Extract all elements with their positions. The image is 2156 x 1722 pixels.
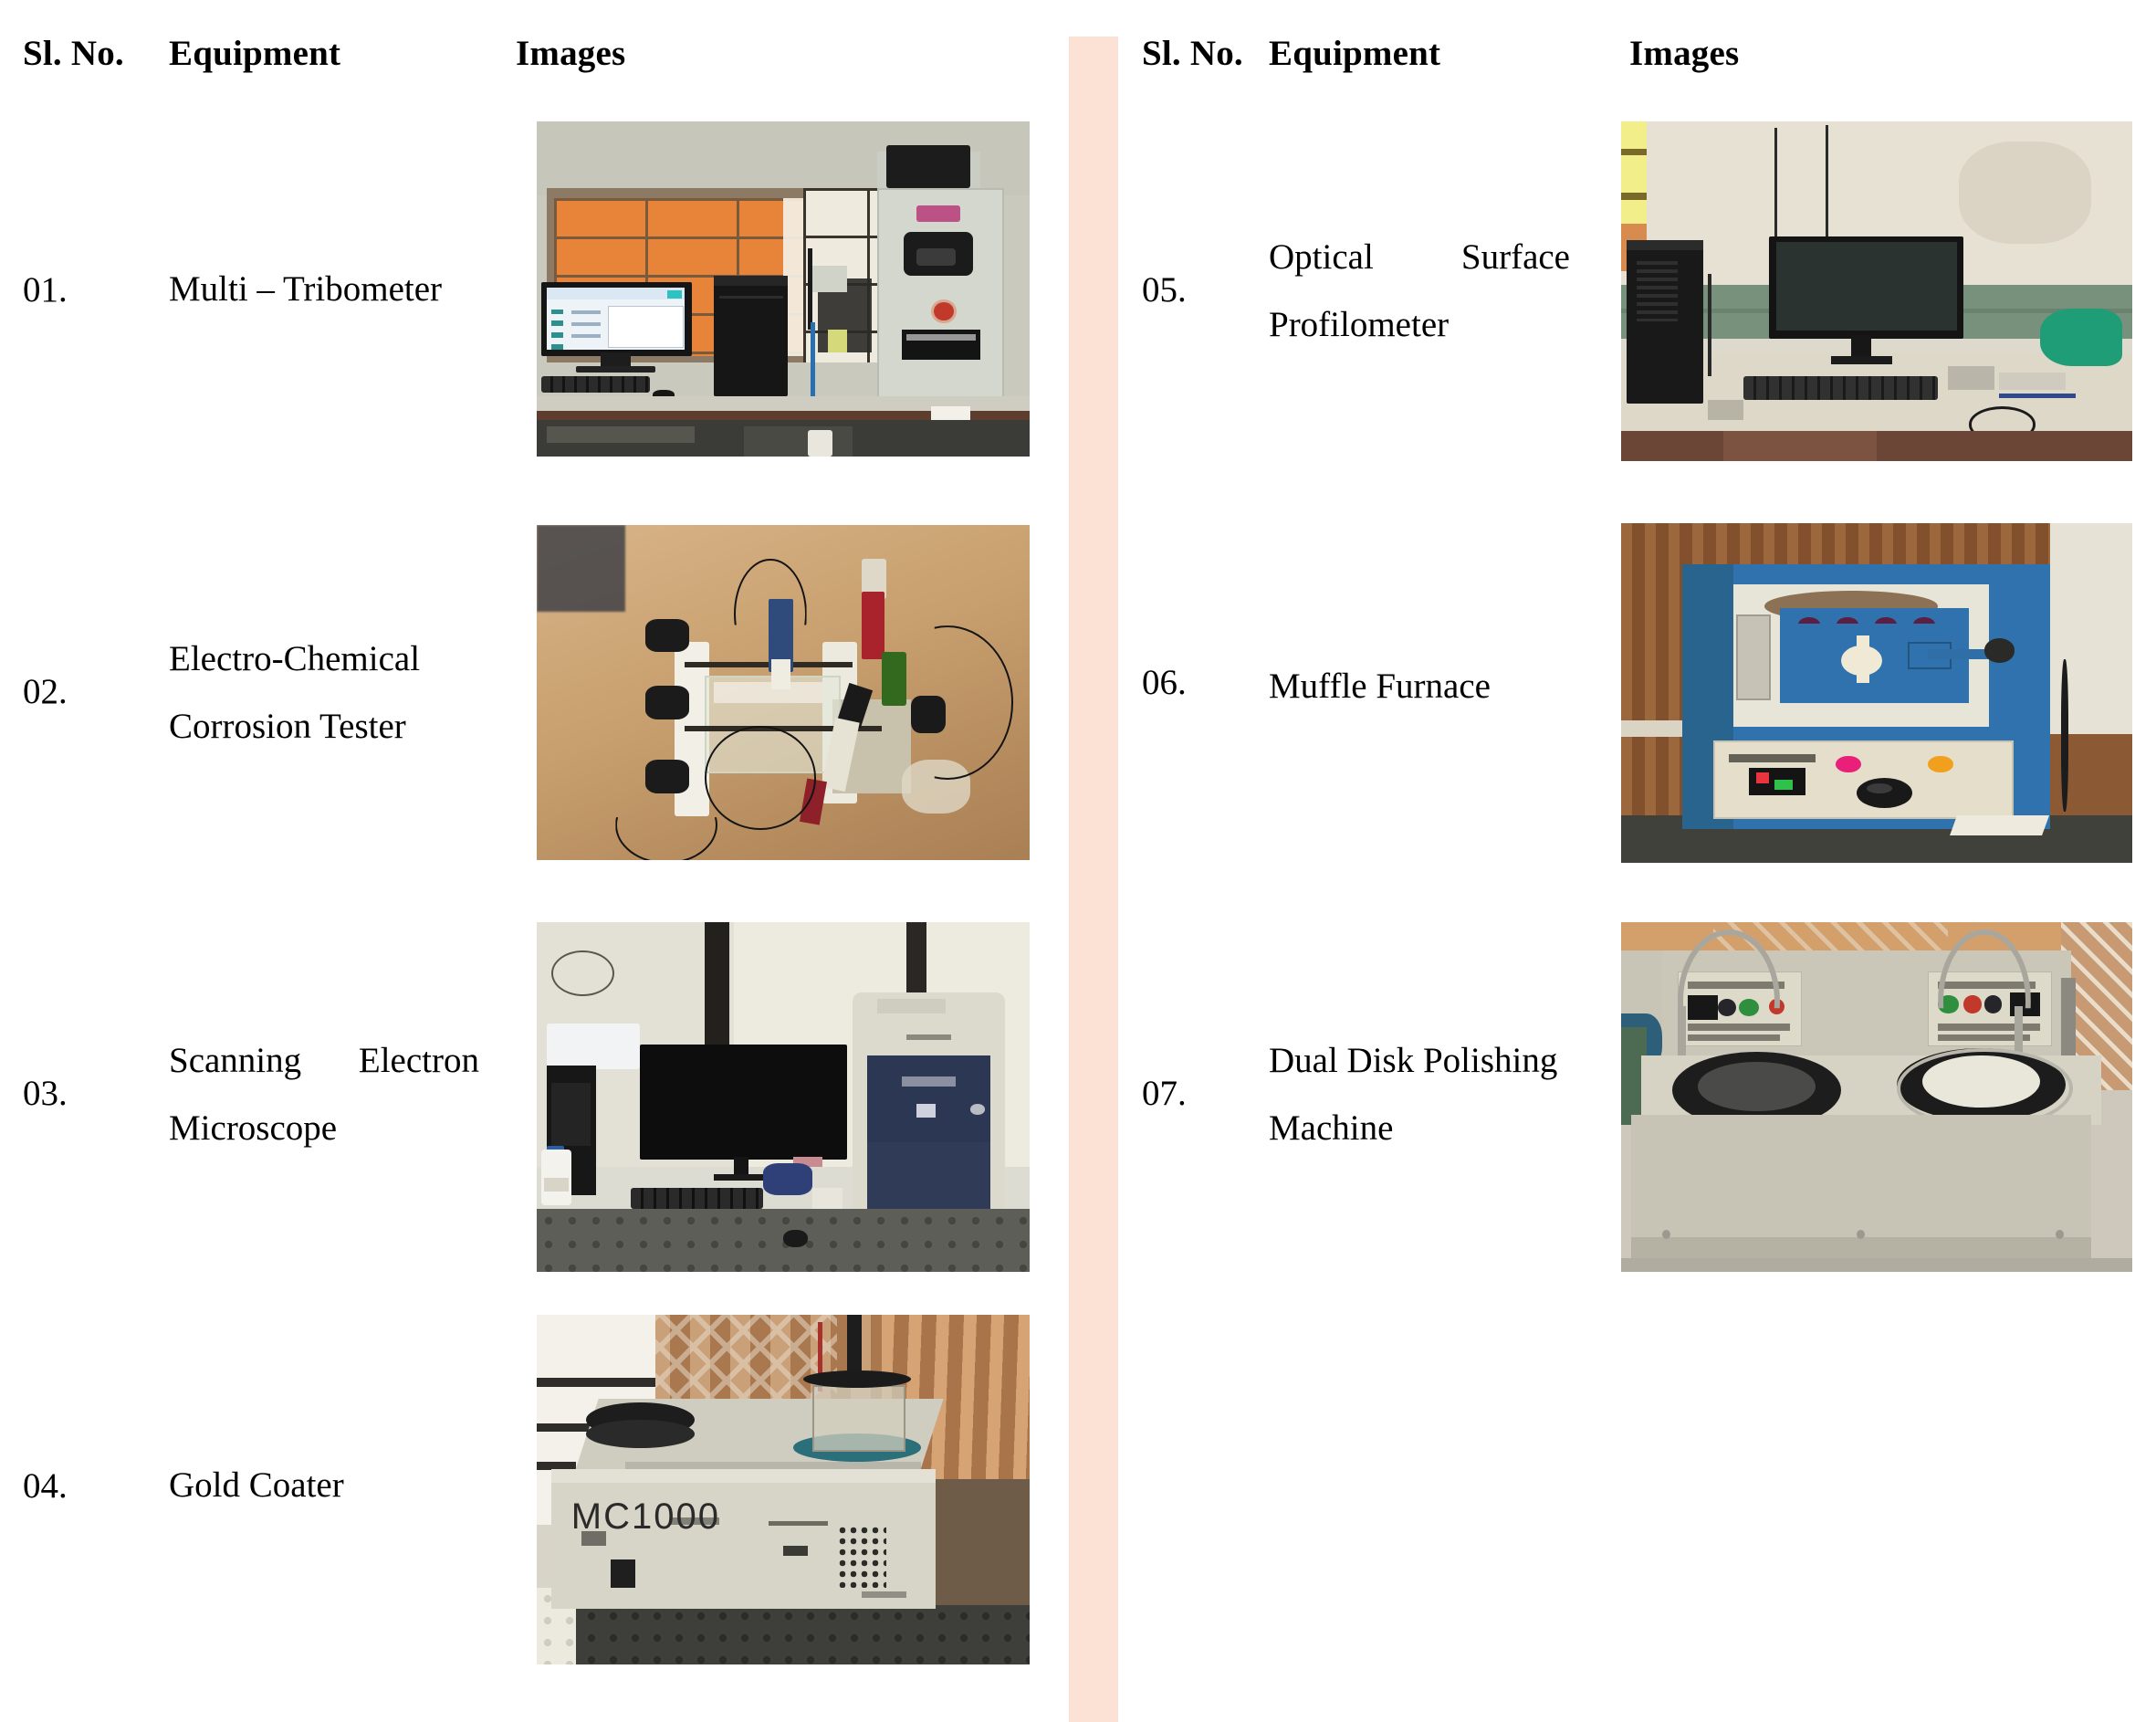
row-equipment-name: Dual Disk Polishing Machine	[1269, 1041, 1558, 1148]
row-equipment-name: Muffle Furnace	[1269, 667, 1491, 706]
row-equipment-name: Optical Surface Profilometer	[1269, 237, 1570, 344]
row-sl-no: 07.	[1142, 1074, 1187, 1113]
equipment-photo-dual-disk-polishing-machine	[1621, 922, 2132, 1272]
equipment-photo-multi-tribometer	[537, 121, 1030, 457]
row-sl-no: 06.	[1142, 663, 1187, 702]
equipment-photo-scanning-electron-microscope	[537, 922, 1030, 1272]
header-equipment-left: Equipment	[169, 34, 341, 73]
header-sl-no-right: Sl. No.	[1142, 34, 1243, 73]
header-images-left: Images	[516, 34, 626, 73]
header-equipment-right: Equipment	[1269, 34, 1441, 73]
gold-coater-model-label: MC1000	[570, 1496, 720, 1538]
row-equipment-name: Multi – Tribometer	[169, 269, 443, 309]
row-equipment-name: Gold Coater	[169, 1465, 344, 1505]
row-equipment-name: Electro-Chemical Corrosion Tester	[169, 639, 421, 746]
equipment-photo-muffle-furnace	[1621, 523, 2132, 863]
row-sl-no: 02.	[23, 672, 68, 711]
header-sl-no-left: Sl. No.	[23, 34, 124, 73]
row-sl-no: 05.	[1142, 270, 1187, 310]
column-divider	[1069, 37, 1118, 1722]
row-equipment-name: Scanning Electron Microscope	[169, 1041, 479, 1148]
row-sl-no: 03.	[23, 1074, 68, 1113]
row-sl-no: 04.	[23, 1466, 68, 1506]
equipment-photo-gold-coater: MC1000	[537, 1315, 1030, 1664]
equipment-photo-optical-surface-profilometer	[1621, 121, 2132, 461]
equipment-photo-electrochemical-corrosion-tester	[537, 525, 1030, 860]
header-images-right: Images	[1629, 34, 1740, 73]
row-sl-no: 01.	[23, 270, 68, 310]
